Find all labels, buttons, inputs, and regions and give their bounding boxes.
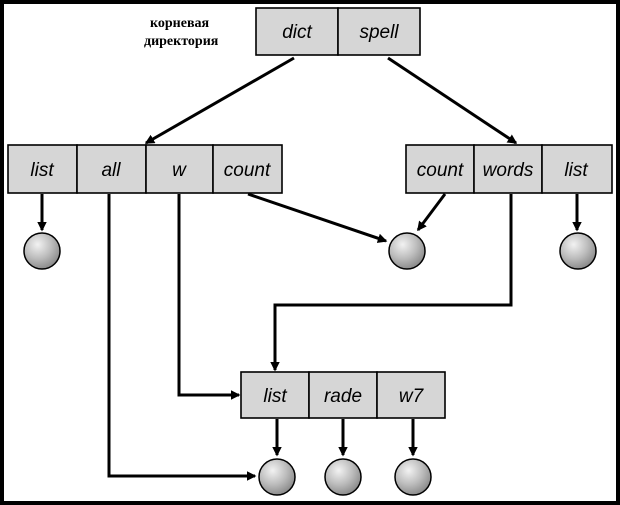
root-label-line2: директория bbox=[144, 34, 219, 49]
sub-entry-w7: w7 bbox=[399, 386, 425, 407]
sub-cell-w7 bbox=[376, 371, 446, 419]
dict-cell-w bbox=[145, 144, 214, 194]
dict-entry-list: list bbox=[30, 160, 54, 181]
shared-subdirectory: list rade w7 bbox=[240, 371, 446, 419]
file-nodes bbox=[23, 232, 597, 496]
spell-entry-words: words bbox=[483, 160, 534, 181]
edge-w-to-subdir bbox=[177, 194, 241, 400]
root-directory: dict spell bbox=[255, 7, 421, 56]
sub-entry-list: list bbox=[263, 386, 287, 407]
edge-spell-to-dir bbox=[387, 56, 518, 145]
dict-entry-all: all bbox=[101, 160, 121, 181]
edge-dict-to-dir bbox=[144, 56, 295, 145]
sub-entry-rade: rade bbox=[324, 386, 362, 407]
edges bbox=[37, 56, 582, 481]
root-cell-spell bbox=[337, 7, 421, 56]
root-entry-dict: dict bbox=[282, 22, 312, 43]
file-node bbox=[388, 232, 426, 270]
dict-cell-list bbox=[7, 144, 78, 194]
spell-entry-count: count bbox=[417, 160, 464, 181]
file-node bbox=[258, 458, 296, 496]
file-node bbox=[559, 232, 597, 270]
dict-directory: list all w count bbox=[7, 144, 283, 194]
file-node bbox=[324, 458, 362, 496]
spell-cell-count bbox=[405, 144, 475, 194]
dict-cell-count bbox=[212, 144, 283, 194]
spell-entry-list: list bbox=[564, 160, 588, 181]
root-label-line1: корневая bbox=[150, 16, 210, 31]
spell-cell-list bbox=[541, 144, 613, 194]
spell-directory: count words list bbox=[405, 144, 613, 194]
dict-entry-count: count bbox=[224, 160, 271, 181]
file-node bbox=[394, 458, 432, 496]
root-entry-spell: spell bbox=[359, 22, 399, 43]
dict-entry-w: w bbox=[172, 160, 187, 181]
edge-words-to-subdir bbox=[270, 194, 513, 372]
edge-dict-count-file bbox=[247, 192, 388, 243]
edge-all-to-file bbox=[107, 194, 257, 481]
spell-cell-words bbox=[473, 144, 543, 194]
sub-cell-list bbox=[240, 371, 310, 419]
root-cell-dict bbox=[255, 7, 339, 56]
file-node bbox=[23, 232, 61, 270]
edge-spell-count-file bbox=[416, 193, 447, 232]
